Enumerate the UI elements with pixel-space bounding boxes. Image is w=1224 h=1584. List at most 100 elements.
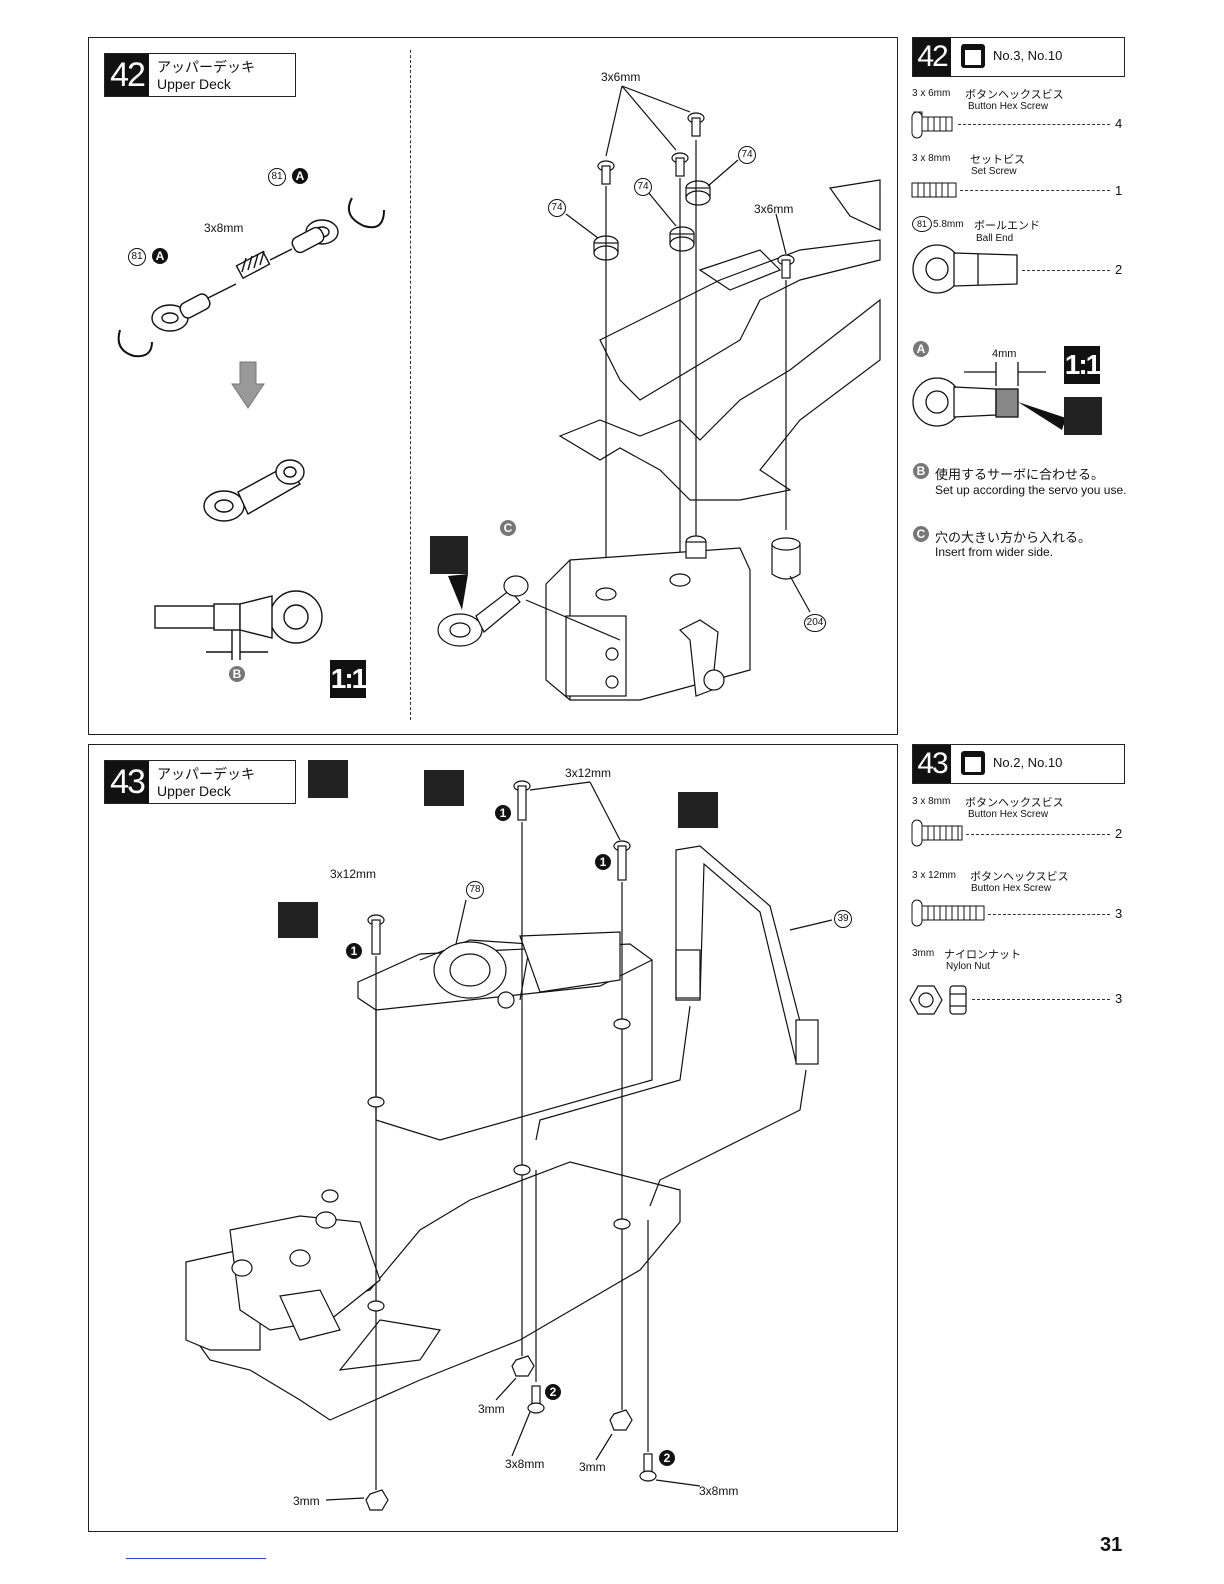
- part-qty: 3: [1115, 991, 1123, 1006]
- part-name-jp: ボタンヘックスビス: [965, 797, 1064, 809]
- step-number: 42: [105, 54, 149, 96]
- part-size: 3 x 8mm: [912, 796, 951, 807]
- parts-bag-numbers: No.3, No.10: [993, 48, 1063, 63]
- note-mark-c: C: [913, 526, 929, 542]
- part-name-jp: ボタンヘックスビス: [965, 89, 1064, 101]
- order-2-a: 2: [545, 1384, 561, 1400]
- ref-204: 204: [804, 614, 826, 632]
- order-2-b: 2: [659, 1450, 675, 1466]
- step-43-parts-header: 43 No.2, No.10: [912, 744, 1125, 784]
- part-leader: [958, 124, 1110, 125]
- part-qty: 2: [1115, 262, 1123, 277]
- note-c-jp: 穴の大きい方から入れる。: [935, 530, 1092, 545]
- note-b-jp: 使用するサーボに合わせる。: [935, 467, 1105, 482]
- ref-74-a: 74: [738, 146, 756, 164]
- order-1-left: 1: [346, 943, 362, 959]
- mark-a-upper: A: [292, 168, 308, 184]
- step-number: 43: [105, 761, 149, 803]
- part-name-en: Button Hex Screw: [968, 809, 1049, 820]
- part-name-en: Button Hex Screw: [968, 101, 1049, 112]
- note-mark-b: B: [913, 463, 929, 479]
- step-title-en: Upper Deck: [157, 76, 231, 92]
- order-1-right: 1: [595, 854, 611, 870]
- nut-3mm-label-b: 3mm: [579, 1460, 606, 1474]
- part-leader: [988, 914, 1110, 915]
- part-leader: [972, 999, 1110, 1000]
- ref-78: 78: [466, 881, 484, 899]
- part-qty: 3: [1115, 906, 1123, 921]
- ref-81-upper: 81: [268, 168, 286, 186]
- scale-1to1-note: 1:1: [1064, 346, 1101, 384]
- screw-3x8-label-a: 3x8mm: [505, 1457, 545, 1471]
- ref-74-c: 74: [548, 199, 566, 217]
- part-qty: 4: [1115, 116, 1123, 131]
- part-name-jp: ボールエンド: [974, 220, 1040, 232]
- part-name-en: Nylon Nut: [946, 961, 990, 972]
- set-screw-size-label: 3x8mm: [204, 221, 244, 235]
- part-name-en: Ball End: [976, 233, 1014, 244]
- parts-step-number: 43: [913, 745, 951, 783]
- ref-74-b: 74: [634, 178, 652, 196]
- note-c-en: Insert from wider side.: [935, 545, 1054, 559]
- part-name-en: Button Hex Screw: [971, 883, 1052, 894]
- step-43-title-box: 43 アッパーデッキ Upper Deck: [104, 760, 296, 804]
- parts-step-number: 42: [913, 38, 951, 76]
- footer-link-rule[interactable]: [126, 1558, 266, 1559]
- step-title-en: Upper Deck: [157, 783, 231, 799]
- part-size: 3 x 8mm: [912, 153, 951, 164]
- part-size: 5.8mm: [933, 219, 964, 230]
- note-mark-a: A: [913, 341, 929, 357]
- nut-3mm-label-a: 3mm: [478, 1402, 505, 1416]
- torque-detail-icon-top-right: [678, 792, 718, 828]
- note-a-detail-inset: [1064, 397, 1102, 435]
- c-detail-inset: [430, 536, 468, 574]
- page-number: 31: [1100, 1534, 1123, 1556]
- step-title-jp: アッパーデッキ: [157, 766, 255, 782]
- part-ref: 81: [912, 216, 932, 232]
- ref-39: 39: [834, 910, 852, 928]
- step-42-divider: [410, 50, 411, 720]
- parts-bag-icon: [961, 44, 985, 68]
- part-size: 3mm: [912, 948, 935, 959]
- torque-detail-icon-left: [278, 902, 318, 938]
- parts-bag-icon: [961, 751, 985, 775]
- part-name-jp: ナイロンナット: [944, 949, 1021, 961]
- part-qty: 1: [1115, 183, 1123, 198]
- note-a-dimension: 4mm: [992, 348, 1017, 360]
- screw-3x6-label-top: 3x6mm: [601, 70, 641, 84]
- ref-81-lower: 81: [128, 248, 146, 266]
- part-size: 3 x 6mm: [912, 88, 951, 99]
- note-b-en: Set up according the servo you use.: [935, 483, 1127, 497]
- part-leader: [960, 190, 1110, 191]
- order-sequence-icon: [308, 760, 348, 798]
- torque-detail-icon-top-left: [424, 770, 464, 806]
- part-name-jp: セットビス: [970, 154, 1025, 166]
- screw-3x8-label-b: 3x8mm: [699, 1484, 739, 1498]
- parts-bag-numbers: No.2, No.10: [993, 755, 1063, 770]
- part-name-jp: ボタンヘックスビス: [970, 871, 1069, 883]
- mark-a-lower: A: [152, 248, 168, 264]
- part-name-en: Set Screw: [971, 166, 1017, 177]
- screw-3x12-label-left: 3x12mm: [330, 867, 377, 881]
- mark-b: B: [229, 666, 245, 682]
- screw-3x6-label-right: 3x6mm: [754, 202, 794, 216]
- part-leader: [1022, 270, 1110, 271]
- part-leader: [966, 834, 1110, 835]
- nut-3mm-label-c: 3mm: [293, 1494, 320, 1508]
- mark-c: C: [500, 520, 516, 536]
- part-size: 3 x 12mm: [912, 870, 956, 881]
- step-42-parts-header: 42 No.3, No.10: [912, 37, 1125, 77]
- order-1-top: 1: [495, 805, 511, 821]
- part-qty: 2: [1115, 826, 1123, 841]
- step-title-jp: アッパーデッキ: [157, 59, 255, 75]
- scale-1to1-left: 1:1: [330, 660, 367, 698]
- screw-3x12-label-top: 3x12mm: [565, 766, 612, 780]
- step-42-title-box: 42 アッパーデッキ Upper Deck: [104, 53, 296, 97]
